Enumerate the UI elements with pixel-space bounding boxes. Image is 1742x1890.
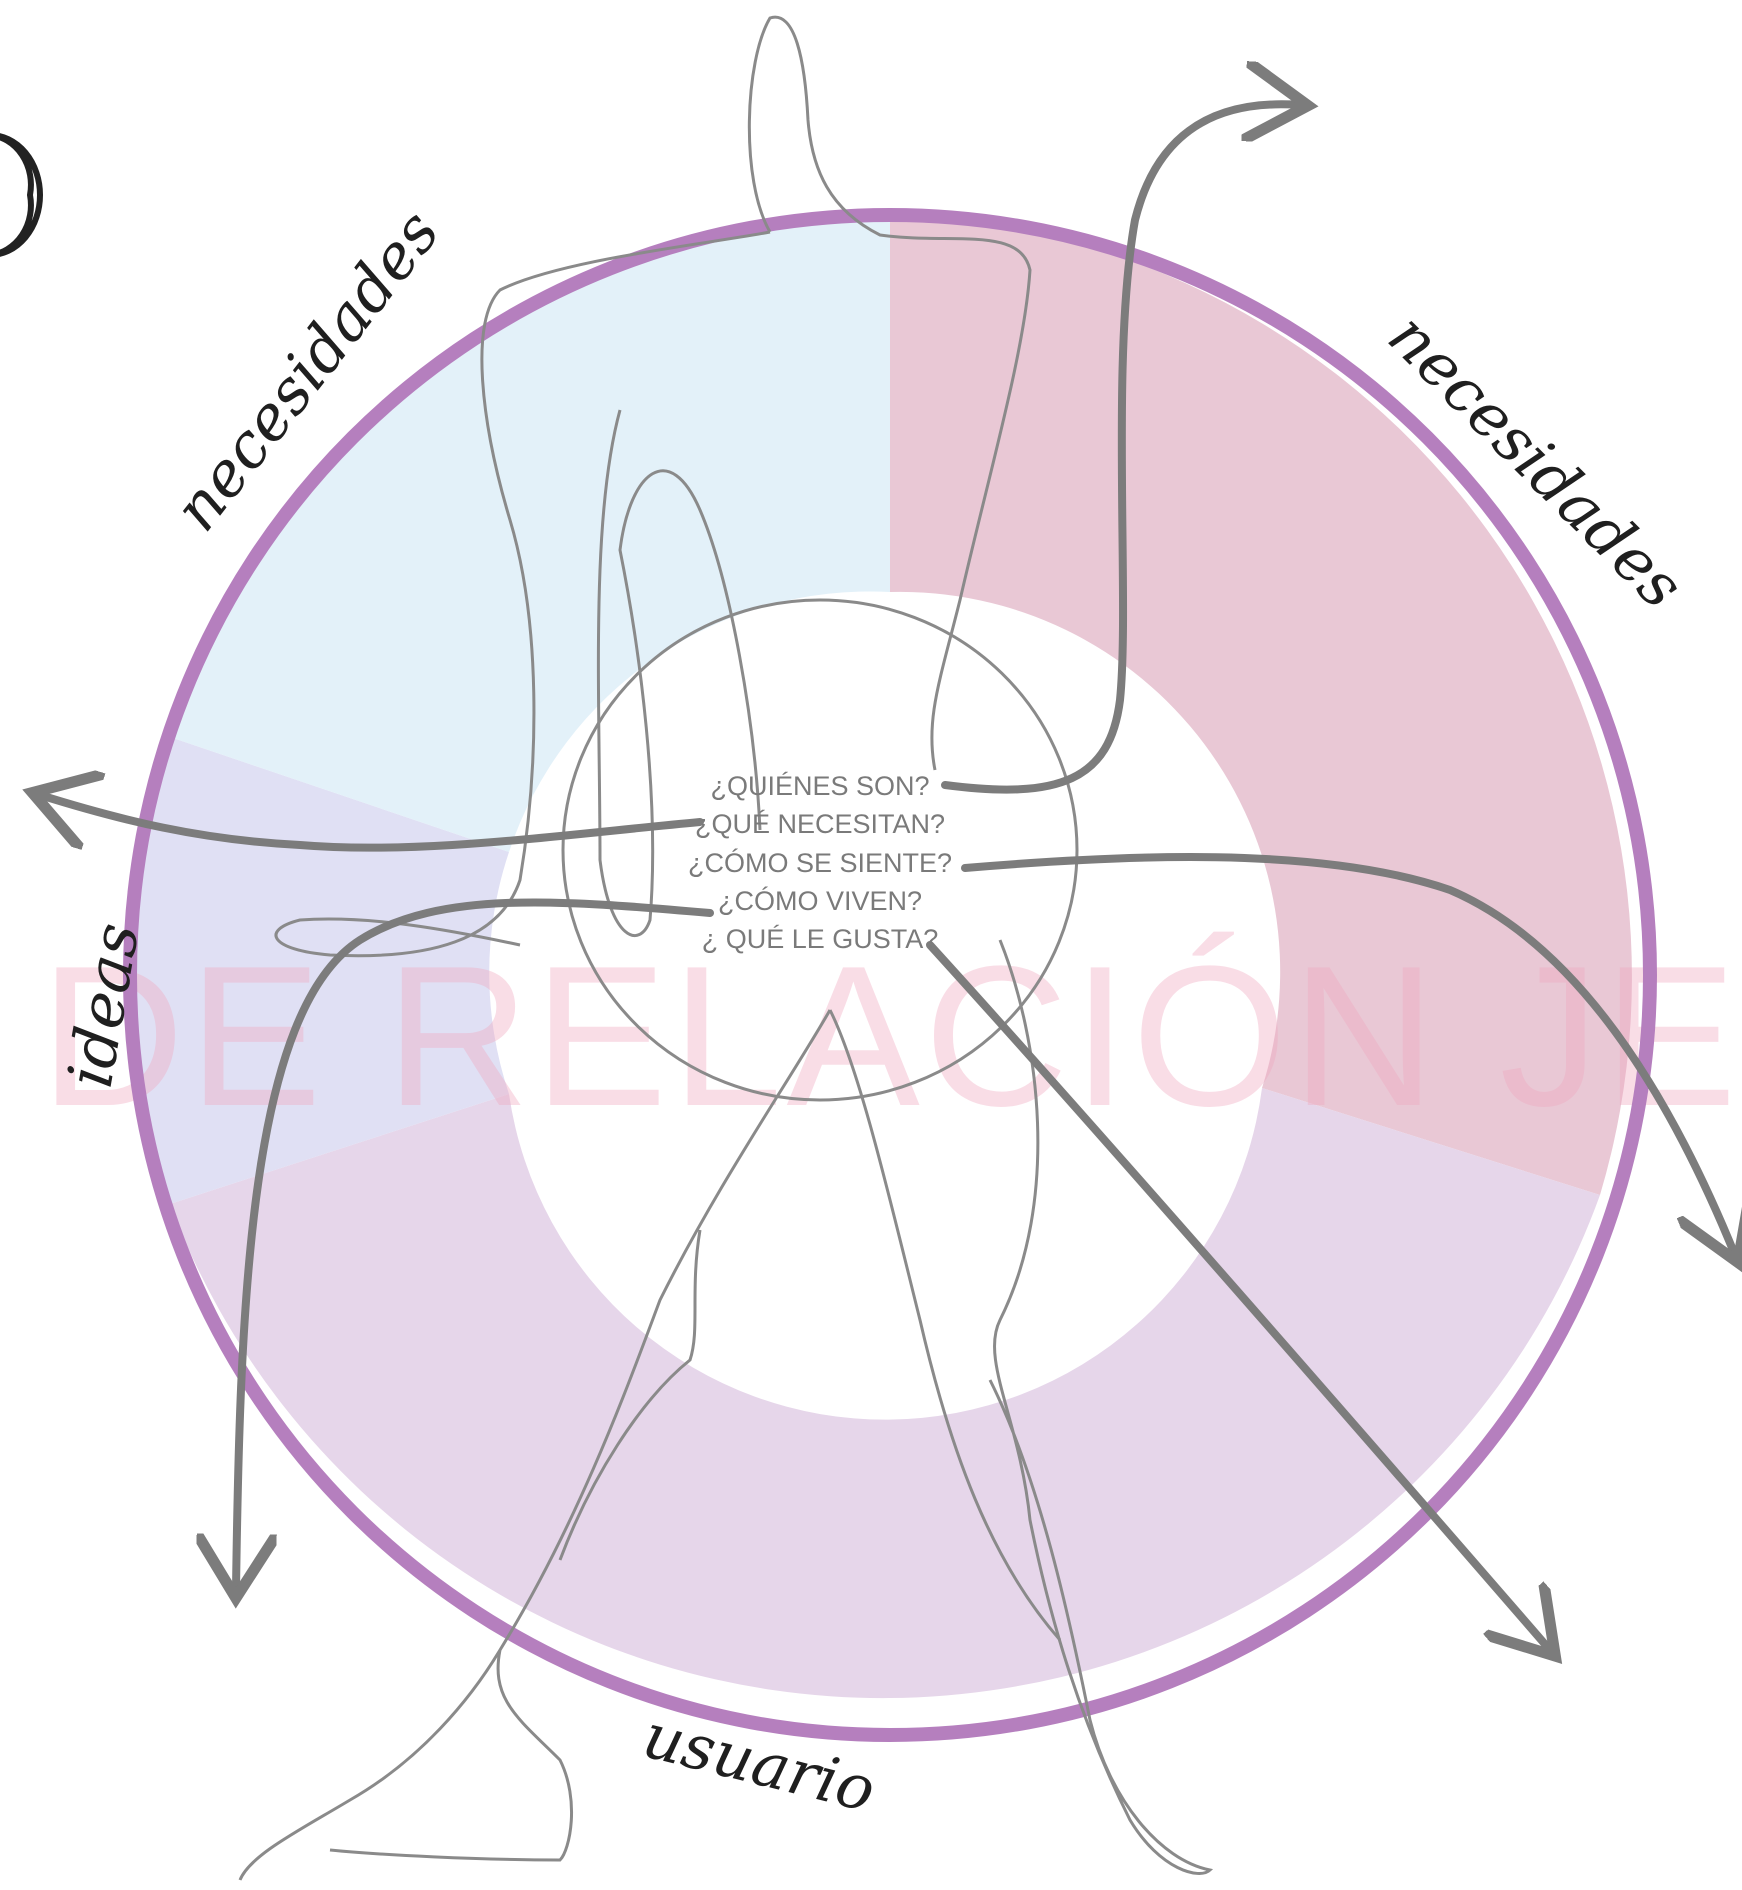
central-questions: ¿QUIÉNES SON? ¿QUÉ NECESITAN? ¿CÓMO SE S… — [688, 771, 952, 954]
arrows — [40, 104, 1735, 1650]
arrow-to-bottom-right — [926, 941, 1550, 1650]
segment-blue — [170, 215, 890, 852]
question-4: ¿CÓMO VIVEN? — [718, 885, 922, 916]
watermark-text: DE RELACIÓN JERÁ — [40, 925, 1742, 1148]
ring-segments — [133, 215, 1632, 1699]
question-1: ¿QUIÉNES SON? — [710, 771, 929, 801]
question-5: ¿ QUÉ LE GUSTA? — [702, 924, 939, 954]
arrow-to-left — [40, 795, 704, 852]
question-3: ¿CÓMO SE SIENTE? — [688, 847, 952, 878]
segment-purple — [170, 1088, 1600, 1699]
arrow-to-top-right — [941, 104, 1300, 794]
arrow-to-bottom-left — [236, 898, 714, 1590]
outer-ring — [123, 208, 1657, 1742]
segment-lavender — [133, 737, 509, 1204]
question-2: ¿QUÉ NECESITAN? — [695, 809, 945, 839]
segment-pink — [890, 215, 1632, 1195]
arrow-to-right — [961, 853, 1735, 1255]
partial-circle-icon — [0, 133, 43, 257]
human-figure-outline — [238, 15, 1214, 1881]
